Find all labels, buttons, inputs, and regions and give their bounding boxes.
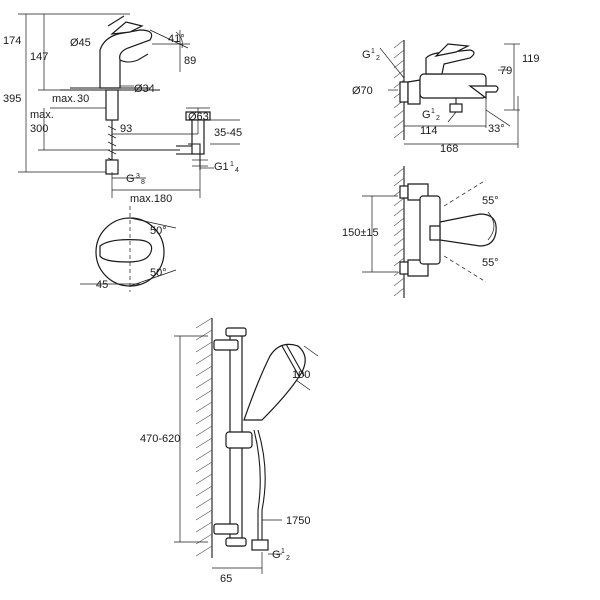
basin-mixer-drawing: 174 147 395 max. 30 max. 300 Ø45 41° 89 … [3, 13, 242, 205]
dim-max300-prefix: max. [30, 109, 54, 121]
dim-470-620-label: 470-620 [140, 433, 180, 445]
dim-g3-8-num: 3 [136, 173, 140, 180]
dim-d63-label: Ø63 [188, 111, 209, 123]
dim-angle50b-label: 50° [150, 267, 167, 279]
dim-max180-label: max.180 [130, 193, 172, 205]
dim-100-label: 100 [292, 369, 310, 381]
dim-g1-1-4-den: 4 [235, 167, 239, 174]
dim-174-label: 174 [3, 35, 21, 47]
dim-max30-value: 30 [77, 93, 89, 105]
dim-g1-2-bottom-num: 1 [431, 108, 435, 115]
dim-35-45-label: 35-45 [214, 127, 242, 139]
dim-g1-2-bottom-main: G [422, 109, 431, 121]
dim-angle55b-label: 55° [482, 257, 499, 269]
dim-79-label: 79 [500, 65, 512, 77]
dim-g1-2-num: 1 [281, 548, 285, 555]
lever-top-view-drawing: 50° 50° 45 [80, 206, 177, 292]
dim-max300-value: 300 [30, 123, 48, 135]
dim-45-label: 45 [96, 279, 108, 291]
dim-g1-1-4-num: 1 [230, 161, 234, 168]
dim-angle55a-label: 55° [482, 195, 499, 207]
dim-d70-label: Ø70 [352, 85, 373, 97]
dim-150-label: 150±15 [342, 227, 379, 239]
dim-114-label: 114 [420, 125, 438, 137]
shower-set-drawing: 100 470-620 1750 G 1 2 65 [140, 317, 319, 585]
dim-g1-2-top-num: 1 [371, 48, 375, 55]
dim-angle50a-label: 50° [150, 225, 167, 237]
dim-g3-8-den: 8 [141, 179, 145, 186]
dim-1750-label: 1750 [286, 515, 310, 527]
dim-g1-2-top-den: 2 [376, 55, 380, 62]
dim-g3-8-main: G [126, 173, 135, 185]
dim-g1-2-main: G [272, 549, 281, 561]
dim-angle33-label: 33° [488, 123, 505, 135]
dim-g1-2-top-main: G [362, 49, 371, 61]
dim-g1-2-bottom-den: 2 [436, 115, 440, 122]
dim-65-label: 65 [220, 573, 232, 585]
dim-g1-1-4-main: G1 [214, 161, 229, 173]
dim-119-label: 119 [522, 53, 540, 65]
dim-g1-2-den: 2 [286, 555, 290, 562]
dim-89-label: 89 [184, 55, 196, 67]
dim-d45-label: Ø45 [70, 37, 91, 49]
dim-395-label: 395 [3, 93, 21, 105]
bath-mixer-side-drawing: G 1 2 Ø70 119 79 G 1 2 114 33° 168 [352, 39, 540, 155]
dim-angle41-label: 41° [168, 33, 185, 45]
dim-147-label: 147 [30, 51, 48, 63]
dim-max30-prefix: max. [52, 93, 76, 105]
bath-mixer-front-drawing: 55° 150±15 55° [342, 166, 499, 298]
dim-168-label: 168 [440, 143, 458, 155]
dim-d34-label: Ø34 [134, 83, 155, 95]
dim-93-label: 93 [120, 123, 132, 135]
